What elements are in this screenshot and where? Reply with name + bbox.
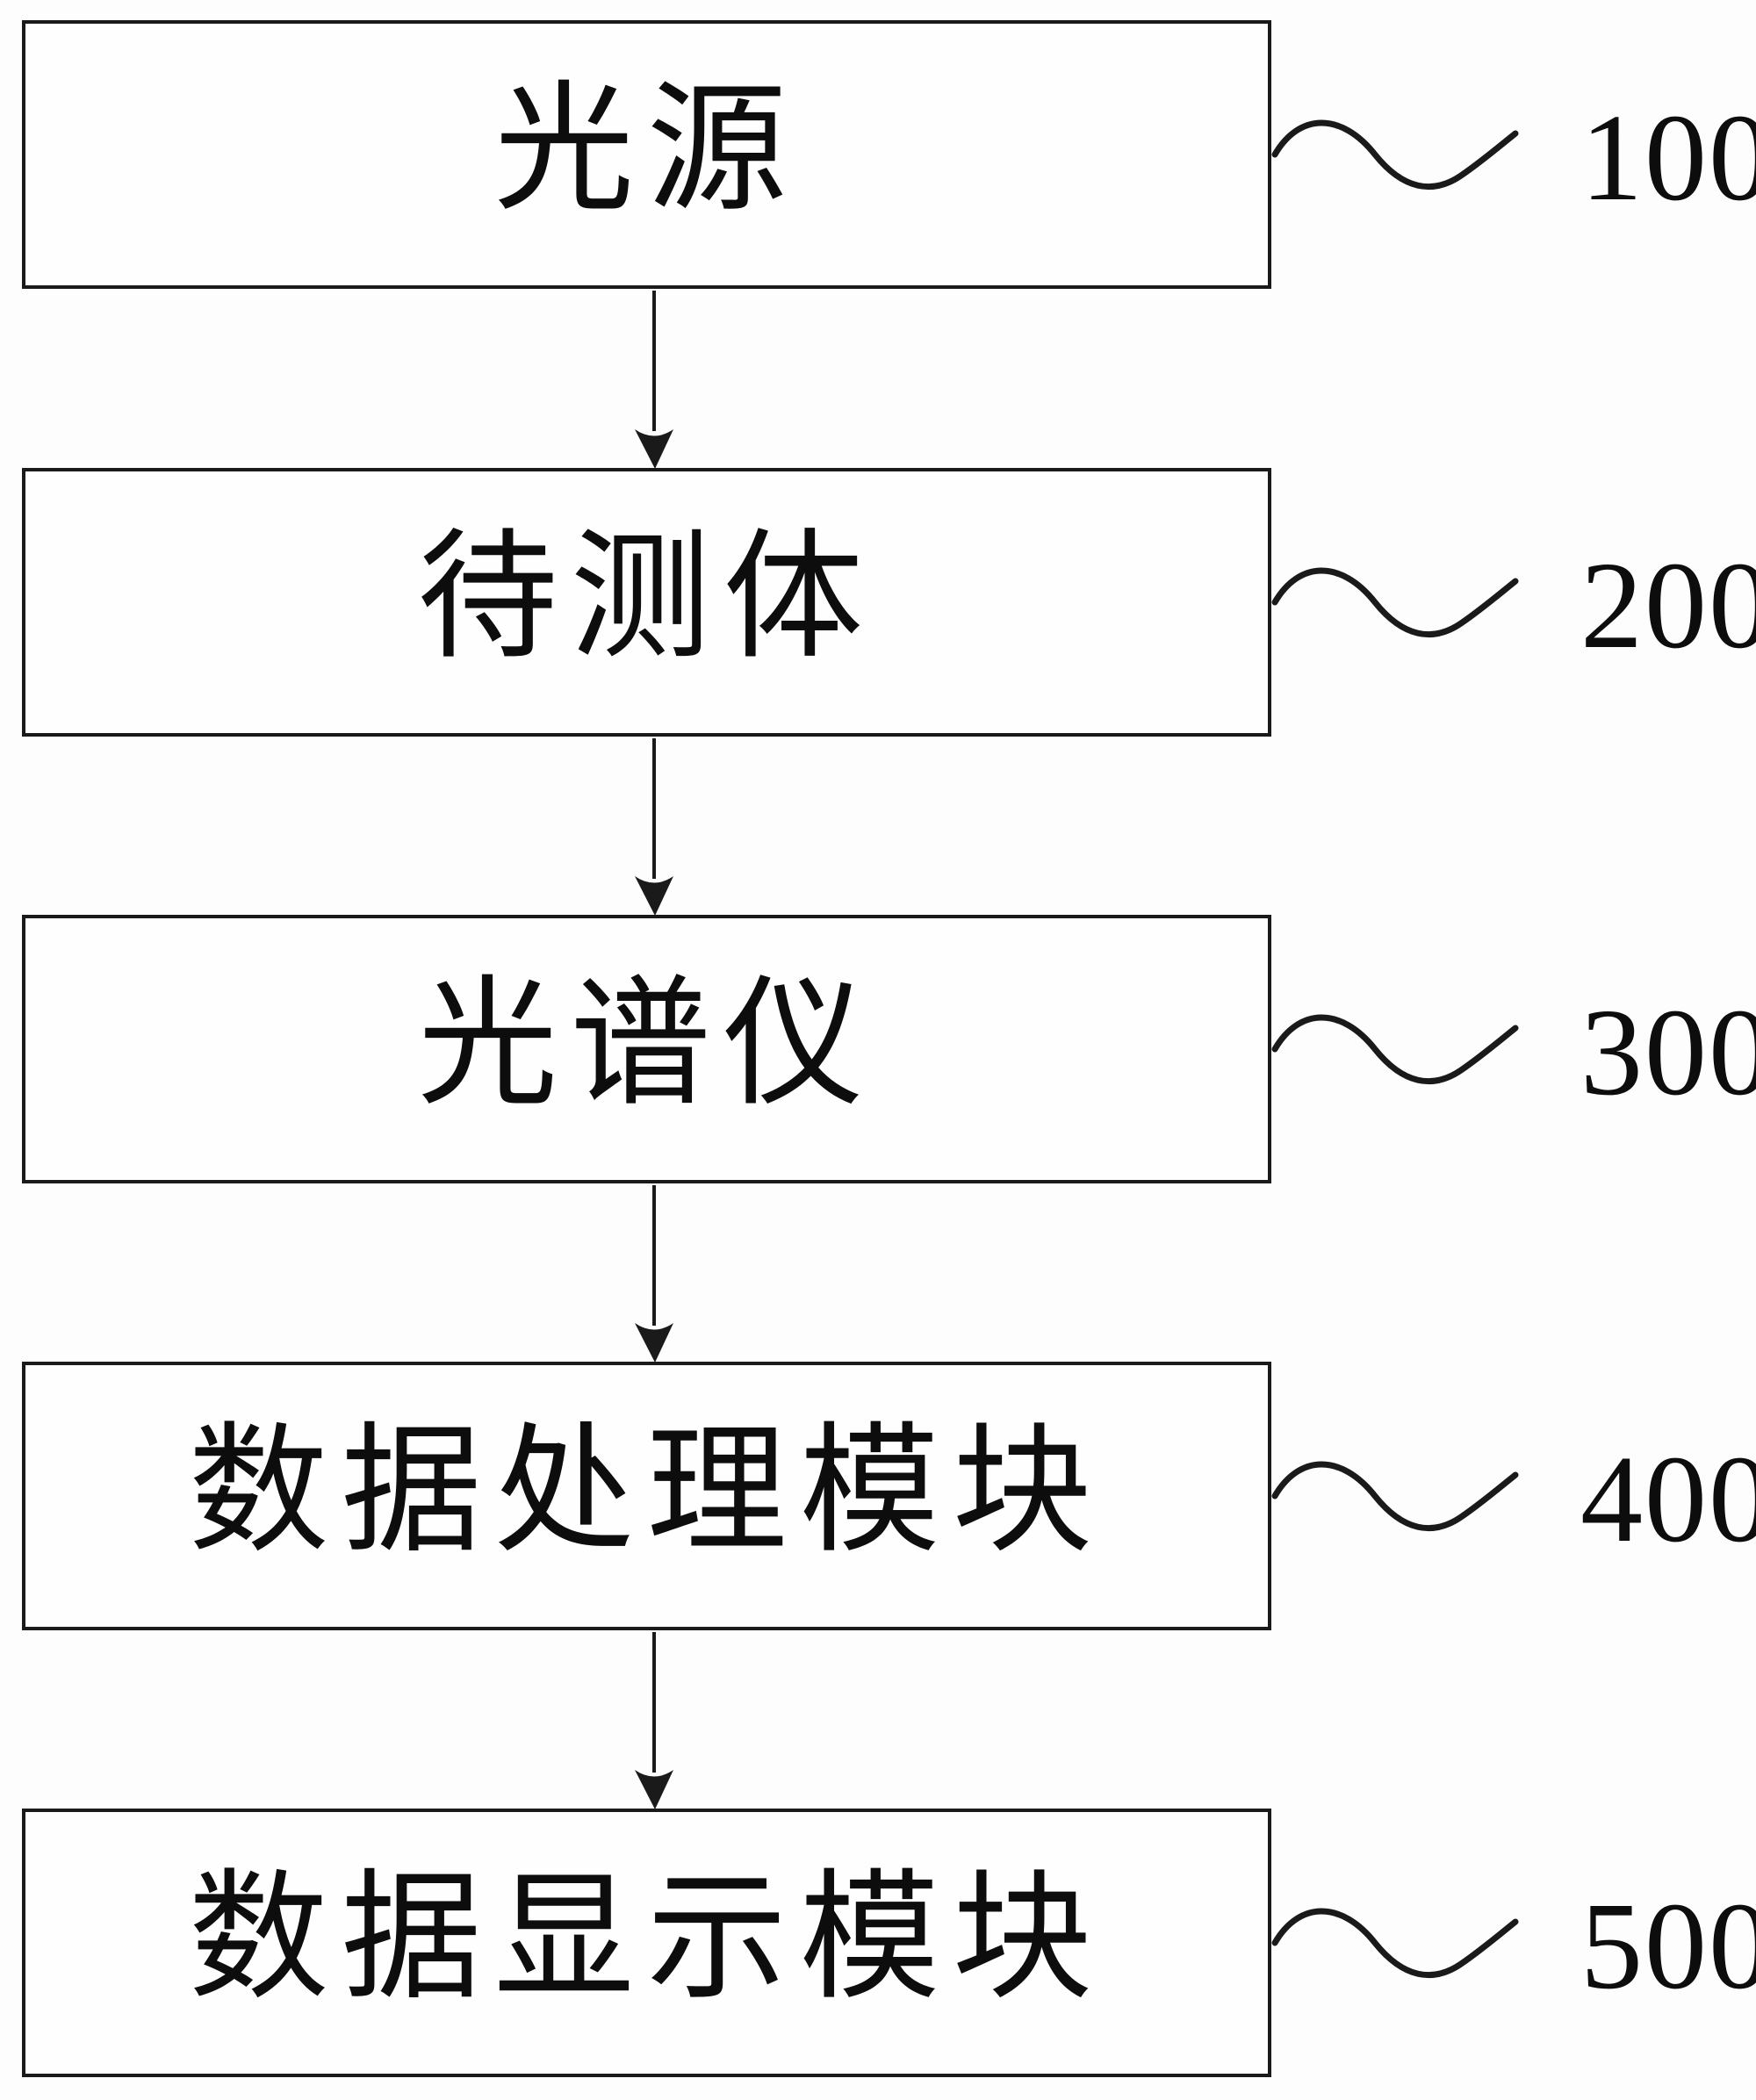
box-label-1: 光源 (493, 67, 800, 231)
arrow-down-head-icon-4 (635, 1770, 673, 1809)
flow-box-3: 光谱仪 (22, 915, 1271, 1183)
arrow-down-head-icon-1 (635, 429, 673, 469)
flow-box-1: 光源 (22, 20, 1271, 289)
reference-number-2: 200 (1580, 536, 1756, 674)
box-label-5: 数据显示模块 (188, 1855, 1105, 2019)
flow-box-5: 数据显示模块 (22, 1809, 1271, 2077)
box-label-3: 光谱仪 (417, 961, 876, 1126)
box-label-4: 数据处理模块 (188, 1408, 1105, 1572)
flow-box-4: 数据处理模块 (22, 1362, 1271, 1630)
arrow-down-head-icon-2 (635, 876, 673, 916)
arrow-down-head-icon-3 (635, 1323, 673, 1363)
arrow-down-line-1 (652, 291, 656, 431)
reference-number-4: 400 (1580, 1429, 1756, 1568)
arrow-down-line-4 (652, 1632, 656, 1773)
reference-leader-squiggle-icon (1271, 119, 1519, 190)
reference-leader-squiggle-icon (1271, 1908, 1519, 1978)
reference-leader-squiggle-icon (1271, 567, 1519, 637)
arrow-down-line-3 (652, 1185, 656, 1326)
arrow-down-line-2 (652, 738, 656, 879)
reference-number-1: 100 (1580, 88, 1756, 227)
reference-leader-squiggle-icon (1271, 1461, 1519, 1531)
reference-leader-squiggle-icon (1271, 1014, 1519, 1084)
reference-number-3: 300 (1580, 982, 1756, 1121)
box-label-2: 待测体 (417, 514, 876, 679)
flow-box-2: 待测体 (22, 468, 1271, 737)
reference-number-5: 500 (1580, 1876, 1756, 2015)
